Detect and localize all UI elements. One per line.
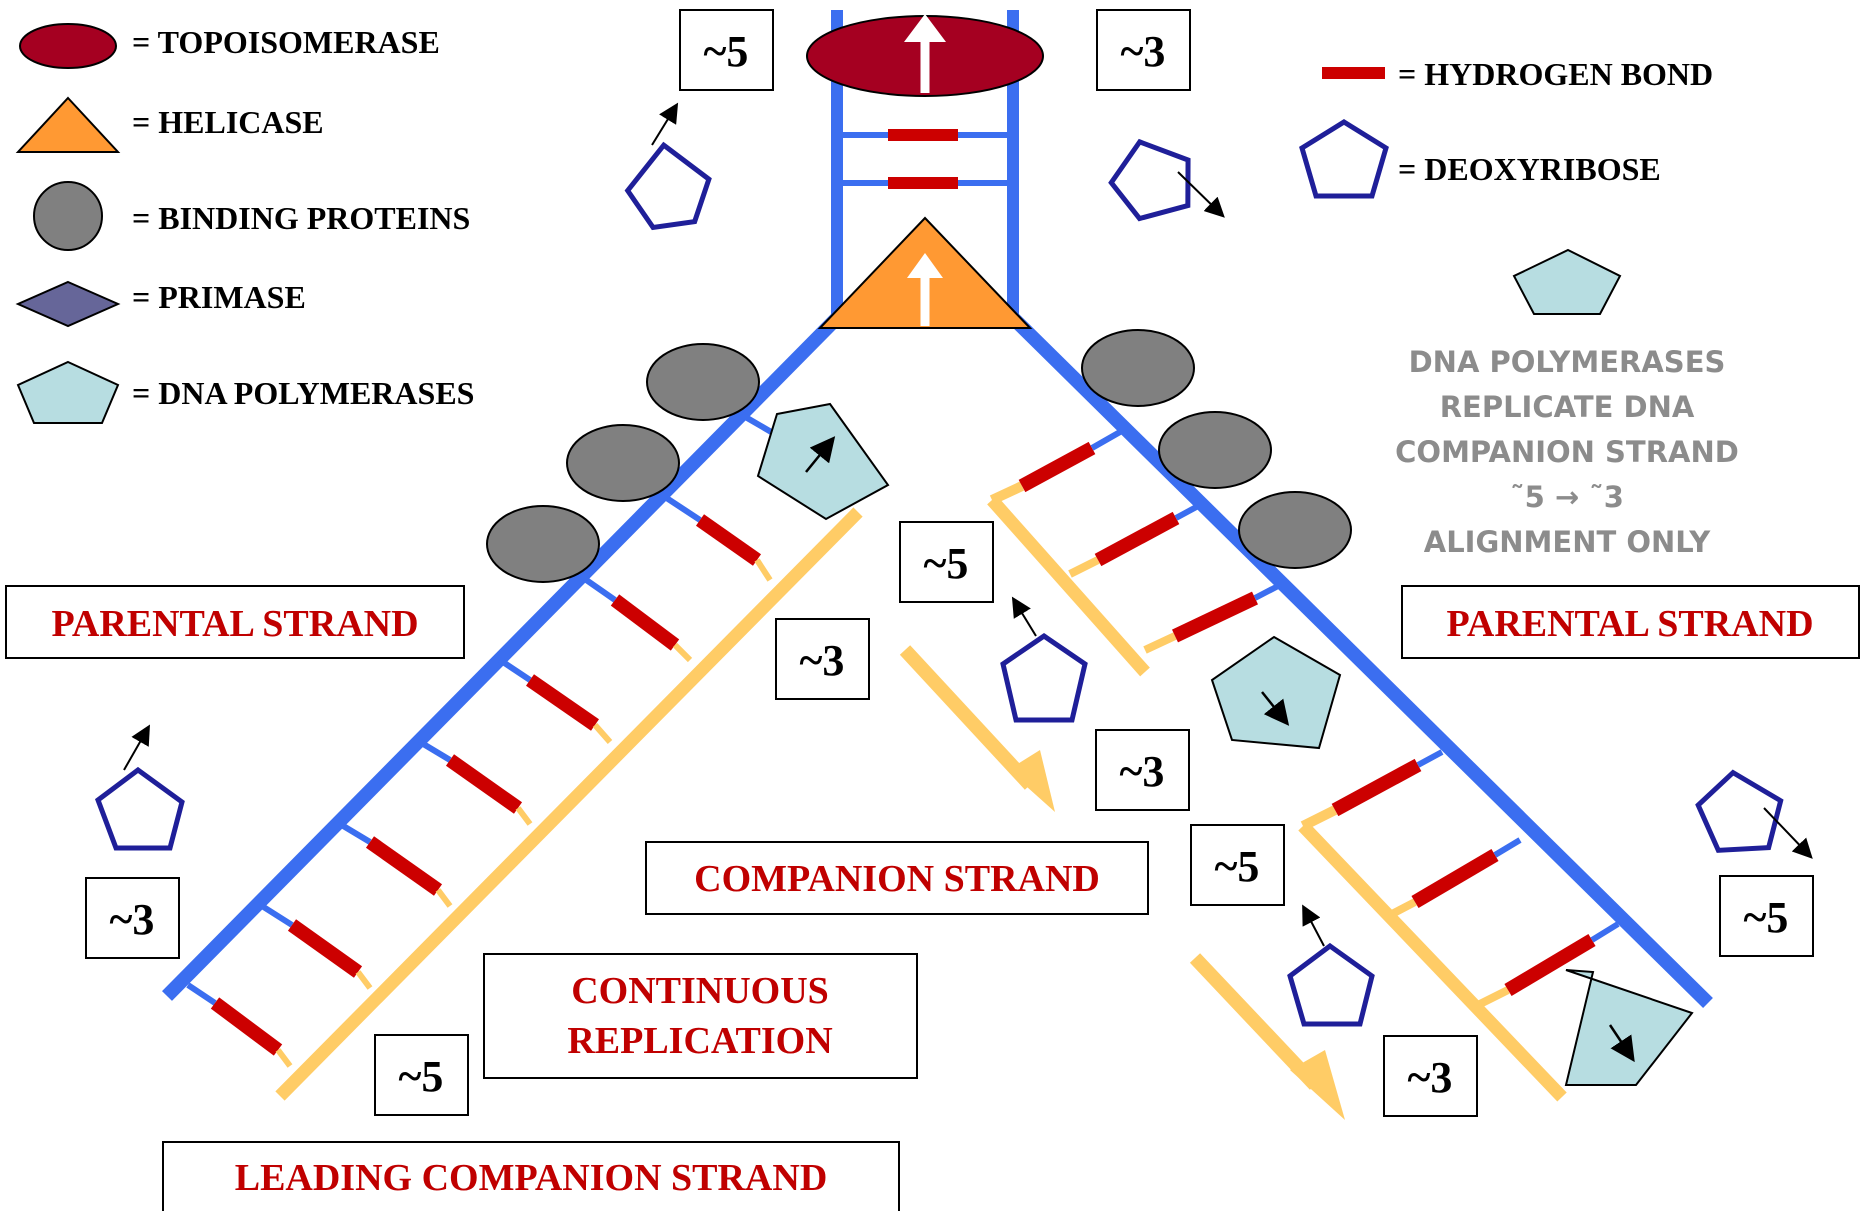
lagging-direction-arrow-icon bbox=[1189, 953, 1345, 1120]
end-label-right-fragment-1-bottom: ~3 bbox=[1120, 747, 1165, 796]
leading-companion-strand bbox=[275, 507, 863, 1101]
hydrogen-bond bbox=[1504, 933, 1596, 997]
direction-arrows bbox=[899, 645, 1345, 1120]
end-label-right-parent-bottom: ~5 bbox=[1744, 893, 1789, 942]
helicase-legend-icon bbox=[15, 96, 121, 153]
helicase bbox=[817, 216, 1033, 329]
end-label-right-fragment-2-bottom: ~3 bbox=[1408, 1053, 1453, 1102]
parental-strand-label-right: PARENTAL STRAND bbox=[1446, 603, 1813, 645]
binding-protein bbox=[1158, 411, 1272, 489]
right-parental-strand bbox=[1008, 313, 1713, 1008]
legend-primase-label: = PRIMASE bbox=[132, 279, 306, 315]
note-line-2: REPLICATE DNA bbox=[1440, 390, 1695, 424]
parental-strand-label-left: PARENTAL STRAND bbox=[51, 603, 418, 645]
hydrogen-bond bbox=[1094, 511, 1180, 567]
binding-proteins bbox=[486, 329, 1352, 583]
legend-deoxyribose-label: = DEOXYRIBOSE bbox=[1398, 151, 1661, 187]
dna-polymerase-leading bbox=[756, 402, 890, 521]
note-line-1: DNA POLYMERASES bbox=[1409, 345, 1726, 379]
deoxyribose-icon bbox=[1695, 769, 1813, 859]
right-arm bbox=[987, 313, 1713, 1102]
dna-polymerase-lagging-1 bbox=[1210, 635, 1342, 750]
helicase-arrow-icon bbox=[907, 253, 943, 278]
end-label-top-left: ~5 bbox=[704, 27, 749, 76]
hydrogen-bond bbox=[526, 674, 599, 731]
note-line-5: ALIGNMENT ONLY bbox=[1424, 525, 1711, 559]
hydrogen-bond bbox=[365, 836, 443, 896]
note-line-3: COMPANION STRAND bbox=[1395, 435, 1739, 469]
legend-dna-polymerases-label: = DNA POLYMERASES bbox=[132, 375, 474, 411]
legend-topoisomerase-label: = TOPOISOMERASE bbox=[132, 24, 440, 60]
hydrogen-bond bbox=[1331, 758, 1422, 817]
hydrogen-bond bbox=[287, 919, 363, 978]
hydrogen-bond bbox=[695, 514, 762, 566]
hydrogen-bond bbox=[1171, 591, 1259, 643]
continuous-replication-label-line1: CONTINUOUS bbox=[571, 970, 829, 1012]
primase-legend-icon bbox=[15, 280, 121, 328]
deoxyribose-legend-icon bbox=[1299, 119, 1389, 199]
end-markers: ~5 ~3 ~3 ~3 ~5 ~5 ~3 ~5 ~3 ~5 bbox=[85, 9, 1814, 1117]
topoisomerase-arrow-icon bbox=[904, 14, 946, 42]
label-boxes: PARENTAL STRAND PARENTAL STRAND COMPANIO… bbox=[5, 585, 1860, 1211]
hydrogen-bond bbox=[1018, 441, 1096, 493]
lagging-fragment-2 bbox=[1298, 821, 1567, 1102]
binding-protein bbox=[1238, 491, 1352, 569]
binding-protein bbox=[1081, 329, 1195, 407]
deoxyribose-icon bbox=[95, 724, 185, 851]
binding-protein bbox=[486, 505, 600, 583]
deoxyribose-markers bbox=[95, 102, 1813, 1027]
dna-polymerases bbox=[756, 402, 1694, 1086]
binding-protein bbox=[566, 424, 680, 502]
end-label-left-parent-bottom: ~3 bbox=[110, 895, 155, 944]
end-label-left-companion-bottom: ~5 bbox=[399, 1052, 444, 1101]
end-label-right-fragment-2-top: ~5 bbox=[1215, 842, 1260, 891]
leading-companion-strand-label: LEADING COMPANION STRAND bbox=[235, 1157, 828, 1199]
polymerase-note: DNA POLYMERASES REPLICATE DNA COMPANION … bbox=[1395, 248, 1739, 559]
hydrogen-bond bbox=[1411, 848, 1499, 909]
hydrogen-bond bbox=[210, 997, 283, 1056]
hydrogen-bond bbox=[445, 754, 523, 814]
left-parental-strand bbox=[162, 313, 842, 1001]
deoxyribose-icon bbox=[1000, 596, 1088, 723]
dna-polymerase-lagging-2 bbox=[1564, 969, 1694, 1086]
binding-protein-legend-icon bbox=[33, 181, 103, 251]
end-label-right-fragment-1-top: ~5 bbox=[924, 539, 969, 588]
hydrogen-bond bbox=[610, 594, 680, 651]
deoxyribose-icon bbox=[1108, 138, 1225, 222]
binding-protein bbox=[646, 343, 760, 421]
legend-binding-proteins-label: = BINDING PROTEINS bbox=[132, 200, 470, 236]
dna-polymerase-note-icon bbox=[1512, 248, 1622, 315]
lagging-fragment-1 bbox=[987, 495, 1150, 677]
note-line-4: ˜5 → ˜3 bbox=[1510, 480, 1624, 514]
legend-helicase-label: = HELICASE bbox=[132, 104, 324, 140]
lagging-direction-arrow-icon bbox=[899, 645, 1055, 812]
end-label-top-right: ~3 bbox=[1121, 27, 1166, 76]
continuous-replication-label-line2: REPLICATION bbox=[567, 1020, 832, 1062]
topoisomerase bbox=[806, 14, 1044, 97]
legend: = TOPOISOMERASE = HELICASE = BINDING PRO… bbox=[15, 23, 1713, 424]
companion-strand-label: COMPANION STRAND bbox=[694, 858, 1100, 900]
topoisomerase-legend-icon bbox=[19, 23, 117, 69]
legend-hydrogen-bond-label: = HYDROGEN BOND bbox=[1398, 56, 1713, 92]
left-rungs bbox=[186, 412, 787, 1068]
deoxyribose-icon bbox=[1287, 904, 1375, 1027]
deoxyribose-icon bbox=[624, 102, 712, 231]
end-label-left-companion-top: ~3 bbox=[800, 636, 845, 685]
dna-polymerase-legend-icon bbox=[16, 360, 120, 424]
left-arm bbox=[162, 313, 863, 1101]
